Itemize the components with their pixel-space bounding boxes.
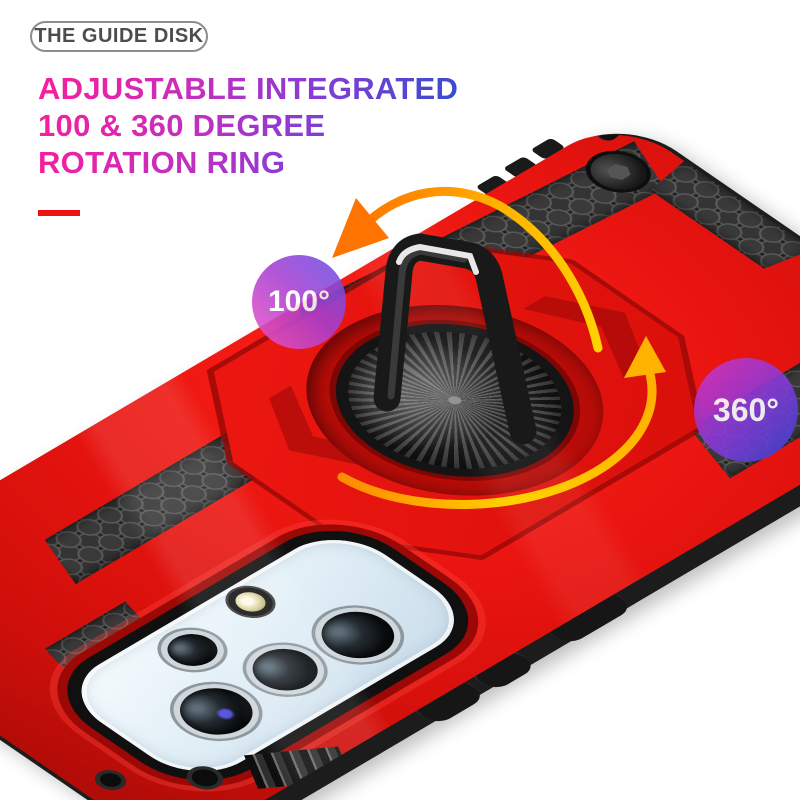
headline-underline: [38, 210, 80, 216]
brand-badge-label: THE GUIDE DISK: [34, 25, 204, 47]
headline: ADJUSTABLE INTEGRATED 100 & 360 DEGREE R…: [38, 70, 458, 181]
brand-badge: THE GUIDE DISK: [30, 21, 208, 52]
headline-line-1: ADJUSTABLE INTEGRATED: [38, 71, 459, 106]
case-body: [0, 115, 800, 800]
corner-bolt: [591, 117, 629, 144]
tilt-arrow-head: [332, 198, 389, 258]
headline-line-2: 100 & 360 DEGREE: [38, 108, 326, 143]
honeycomb-strip: [643, 160, 800, 274]
disc-hub: [445, 394, 464, 406]
headline-line-3: ROTATION RING: [38, 145, 286, 180]
callout-360-label: 360°: [712, 391, 780, 428]
callout-100-badge: 100°: [252, 255, 346, 349]
callout-100-label: 100°: [267, 285, 331, 318]
headphone-jack: [95, 770, 126, 790]
callout-360-badge: 360°: [694, 358, 798, 462]
